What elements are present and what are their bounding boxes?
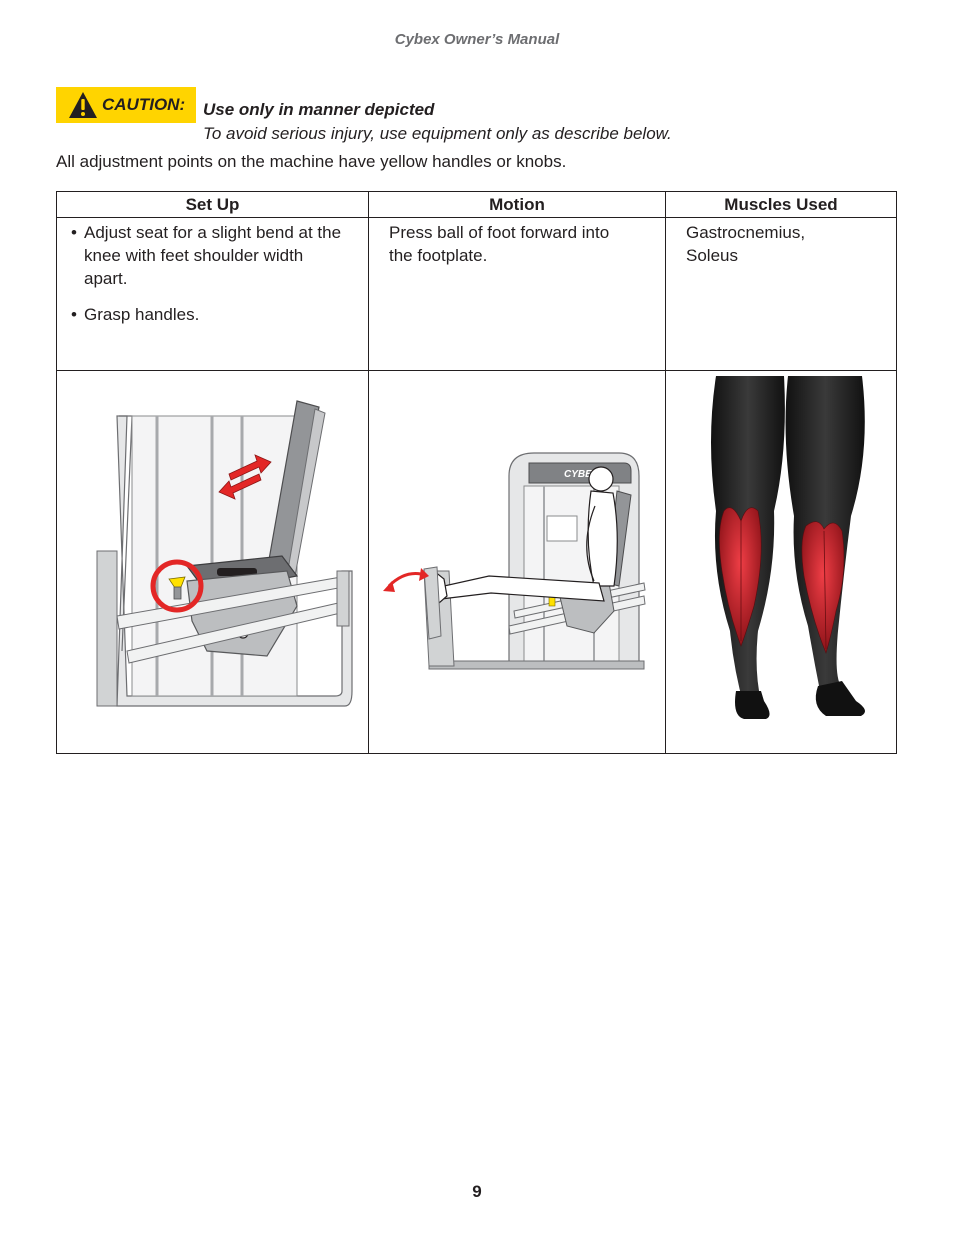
setup-cell: Adjust seat for a slight bend at the kne… — [56, 217, 369, 371]
intro-paragraph: All adjustment points on the machine hav… — [56, 152, 567, 171]
page-number: 9 — [472, 1182, 482, 1201]
header-motion: Motion — [368, 191, 666, 218]
warning-triangle-icon — [69, 92, 97, 118]
calf-press-motion-illustration: CYBEX — [383, 452, 646, 670]
table-row: Adjust seat for a slight bend at the kne… — [56, 217, 897, 371]
caution-text: To avoid serious injury, use equipment o… — [203, 124, 672, 143]
setup-list: Adjust seat for a slight bend at the kne… — [57, 221, 368, 326]
header-muscles: Muscles Used — [665, 191, 897, 218]
setup-item: Grasp handles. — [71, 303, 368, 326]
motion-figure-cell: CYBEX — [368, 370, 666, 754]
document-header-title: Cybex Owner’s Manual — [394, 31, 560, 48]
table-row: CYBEX — [56, 370, 897, 754]
header-setup: Set Up — [56, 191, 369, 218]
muscles-text-line: Gastrocnemius, — [686, 223, 806, 242]
machine-brand-logo: CYBEX — [564, 469, 600, 480]
caution-label: CAUTION: — [102, 95, 186, 114]
caution-badge: CAUTION: — [56, 87, 196, 123]
caution-heading: Use only in manner depicted — [203, 100, 435, 119]
table-header-row: Set Up Motion Muscles Used — [56, 191, 897, 218]
muscles-cell: Gastrocnemius, Soleus — [665, 217, 897, 371]
motion-text-line: Press ball of foot forward into — [389, 223, 610, 242]
exercise-table: Set Up Motion Muscles Used Adjust seat f… — [56, 191, 897, 754]
setup-figure-cell — [56, 370, 369, 754]
calf-muscles-illustration — [711, 376, 865, 719]
seat-adjustment-illustration — [96, 400, 353, 707]
motion-text-line: the footplate. — [389, 246, 488, 265]
muscles-figure-cell — [665, 370, 897, 754]
muscles-text-line: Soleus — [686, 246, 738, 265]
motion-cell: Press ball of foot forward into the foot… — [368, 217, 666, 371]
setup-item: Adjust seat for a slight bend at the kne… — [71, 221, 349, 290]
